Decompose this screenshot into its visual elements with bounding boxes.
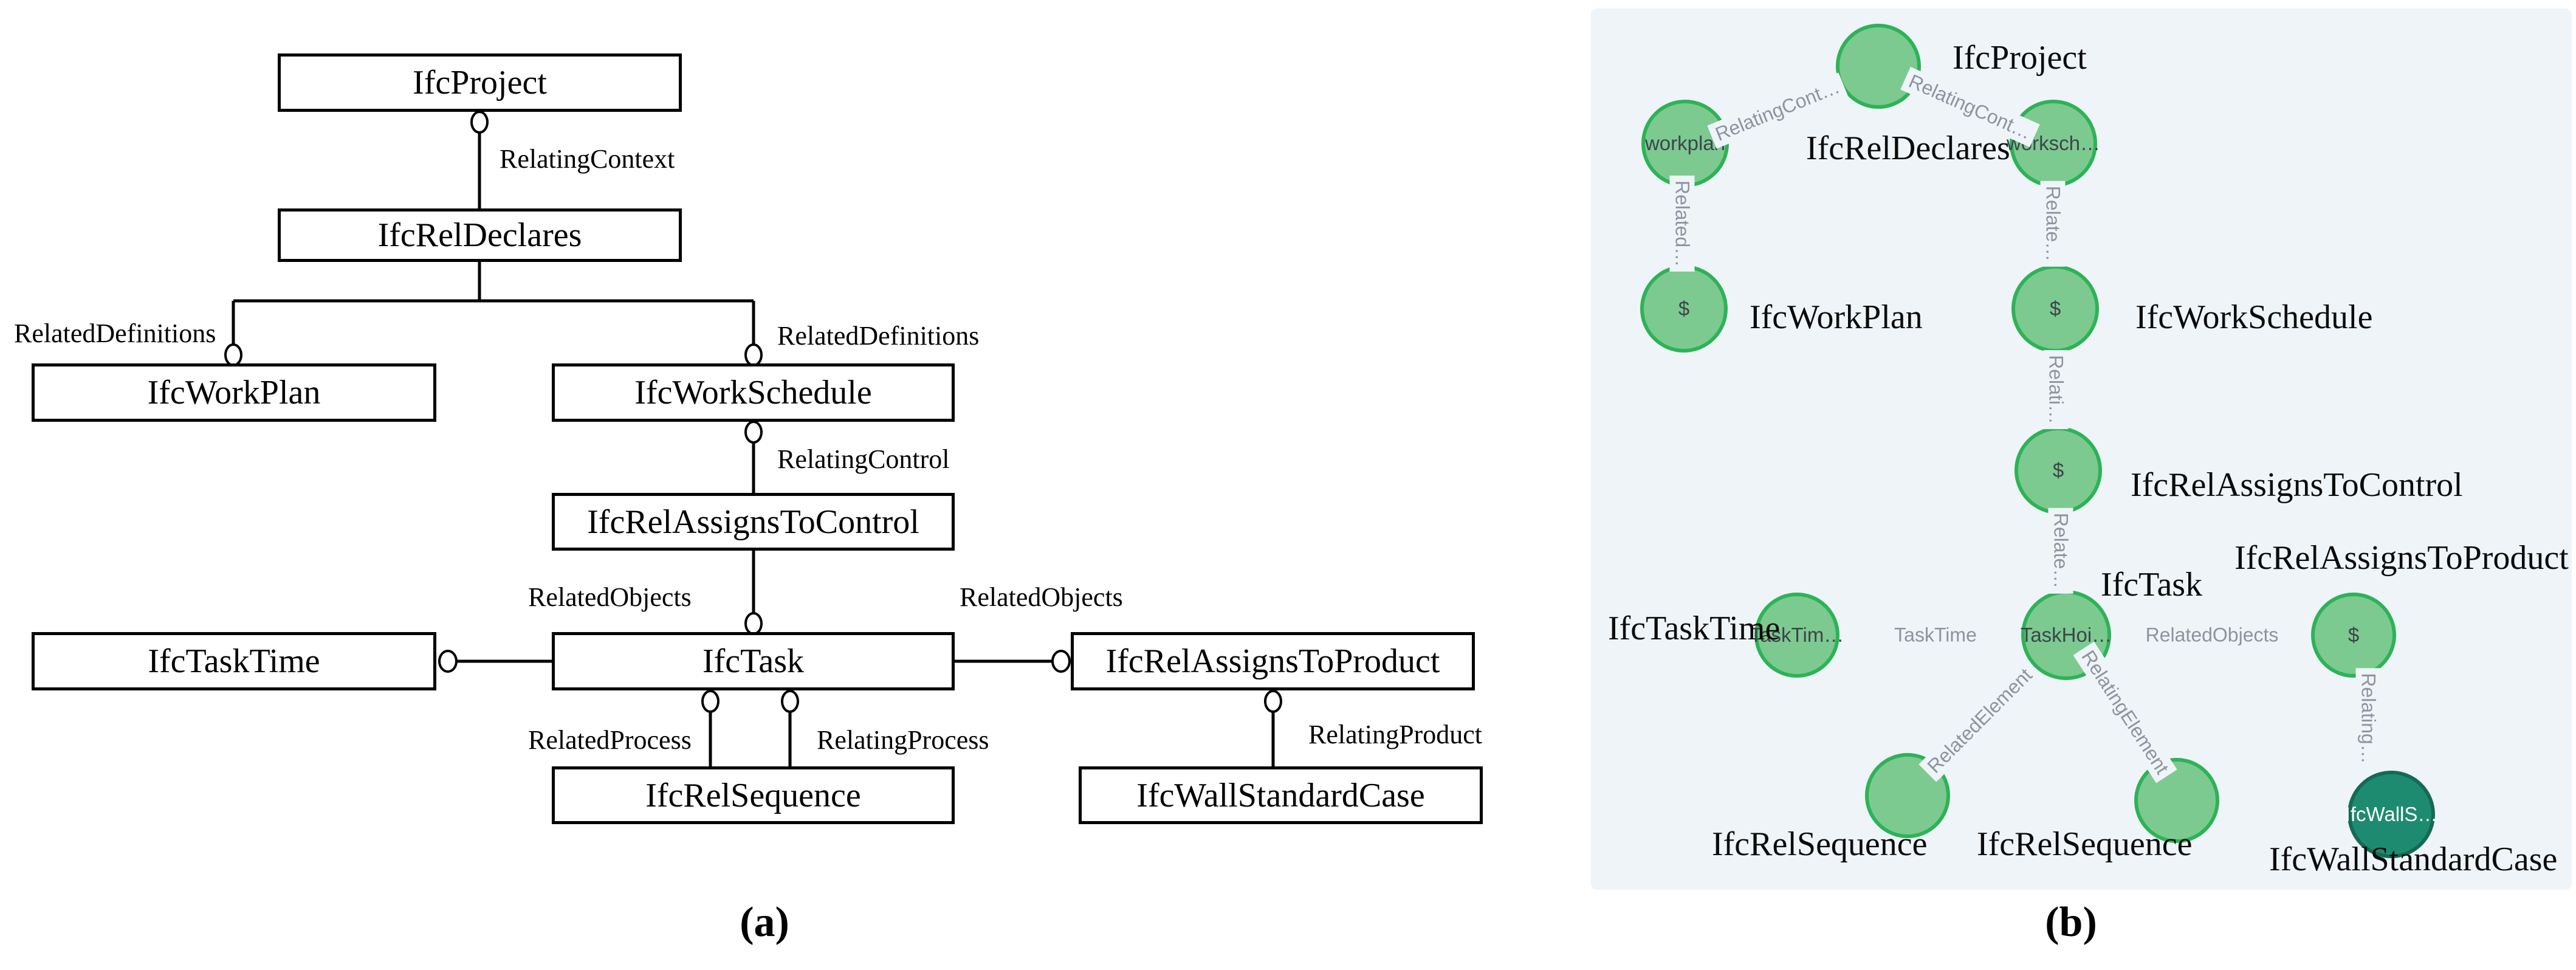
graph-caption-ifc-work-plan: IfcWorkPlan: [1750, 298, 1923, 336]
graph-caption-ifc-rel-assigns-to-control: IfcRelAssignsToControl: [2131, 466, 2463, 504]
graph-node-rel-assigns-to-product: $: [2311, 593, 2396, 678]
edge-label-relating-process: RelatingProcess: [817, 725, 989, 755]
edge-label-relating-context: RelatingContext: [500, 144, 675, 174]
box-ifc-project: IfcProject: [278, 53, 682, 112]
graph-edge-label-relating-control: Relati…: [2043, 350, 2069, 429]
graph-edge-label-related-objects-down: Relate…: [2048, 507, 2073, 594]
graph-node-rel-assigns-to-control: $: [2014, 427, 2102, 514]
box-ifc-rel-assigns-to-control: IfcRelAssignsToControl: [552, 493, 955, 551]
box-ifc-rel-declares: IfcRelDeclares: [278, 208, 682, 262]
box-ifc-work-schedule: IfcWorkSchedule: [552, 363, 955, 422]
box-ifc-wall-standard-case: IfcWallStandardCase: [1079, 766, 1483, 824]
graph-edge-label-relating-product: Relating…: [2355, 668, 2381, 769]
graph-edge-label-related-definitions-left: Related…: [1669, 175, 1695, 272]
edge-label-relating-product: RelatingProduct: [1308, 720, 1482, 749]
graph-caption-ifc-task-time: IfcTaskTime: [1608, 610, 1781, 647]
graph-node-ifc-task: TaskHoi…: [2021, 590, 2112, 680]
graph-caption-ifc-task: IfcTask: [2101, 566, 2203, 604]
graph-edge-label-related-definitions-right: Relate…: [2040, 181, 2066, 267]
edge-label-related-objects-right: RelatedObjects: [960, 582, 1123, 612]
graph-caption-ifc-work-schedule: IfcWorkSchedule: [2135, 298, 2373, 336]
graph-caption-ifc-rel-declares: IfcRelDeclares: [1806, 129, 2010, 167]
caption-a: (a): [740, 899, 789, 946]
box-ifc-rel-sequence: IfcRelSequence: [552, 766, 955, 824]
graph-node-work-plan: $: [1640, 265, 1728, 353]
edge-label-related-process: RelatedProcess: [528, 725, 692, 755]
graph-node-work-schedule: $: [2011, 265, 2099, 353]
graph-caption-ifc-wall-standard-case: IfcWallStandardCase: [2269, 841, 2558, 878]
box-ifc-work-plan: IfcWorkPlan: [32, 363, 436, 422]
box-ifc-task-time: IfcTaskTime: [32, 632, 436, 690]
graph-node-ifc-wall-standard-case: IfcWallS…: [2345, 771, 2437, 858]
graph-caption-ifc-project: IfcProject: [1953, 39, 2087, 77]
graph-edge-label-task-time: TaskTime: [1889, 622, 1982, 648]
edge-label-related-objects-left: RelatedObjects: [528, 582, 692, 612]
graph-node-rel-sequence-right: [2134, 758, 2219, 843]
graph-caption-ifc-rel-sequence-right: IfcRelSequence: [1977, 825, 2193, 863]
box-ifc-task: IfcTask: [552, 632, 955, 690]
box-ifc-rel-assigns-to-product: IfcRelAssignsToProduct: [1071, 632, 1475, 690]
graph-node-ifc-task-time: TaskTim…: [1750, 593, 1844, 678]
edge-label-related-definitions-left: RelatedDefinitions: [14, 318, 216, 348]
graph-edge-label-related-objects: RelatedObjects: [2140, 622, 2284, 648]
graph-caption-ifc-rel-assigns-to-product: IfcRelAssignsToProduct: [2234, 539, 2569, 577]
graph-node-ifc-project: [1836, 24, 1921, 109]
edge-label-related-definitions-right: RelatedDefinitions: [777, 321, 980, 351]
edge-label-relating-control: RelatingControl: [777, 444, 950, 474]
caption-b: (b): [2045, 899, 2097, 946]
graph-caption-ifc-rel-sequence-left: IfcRelSequence: [1712, 825, 1928, 863]
